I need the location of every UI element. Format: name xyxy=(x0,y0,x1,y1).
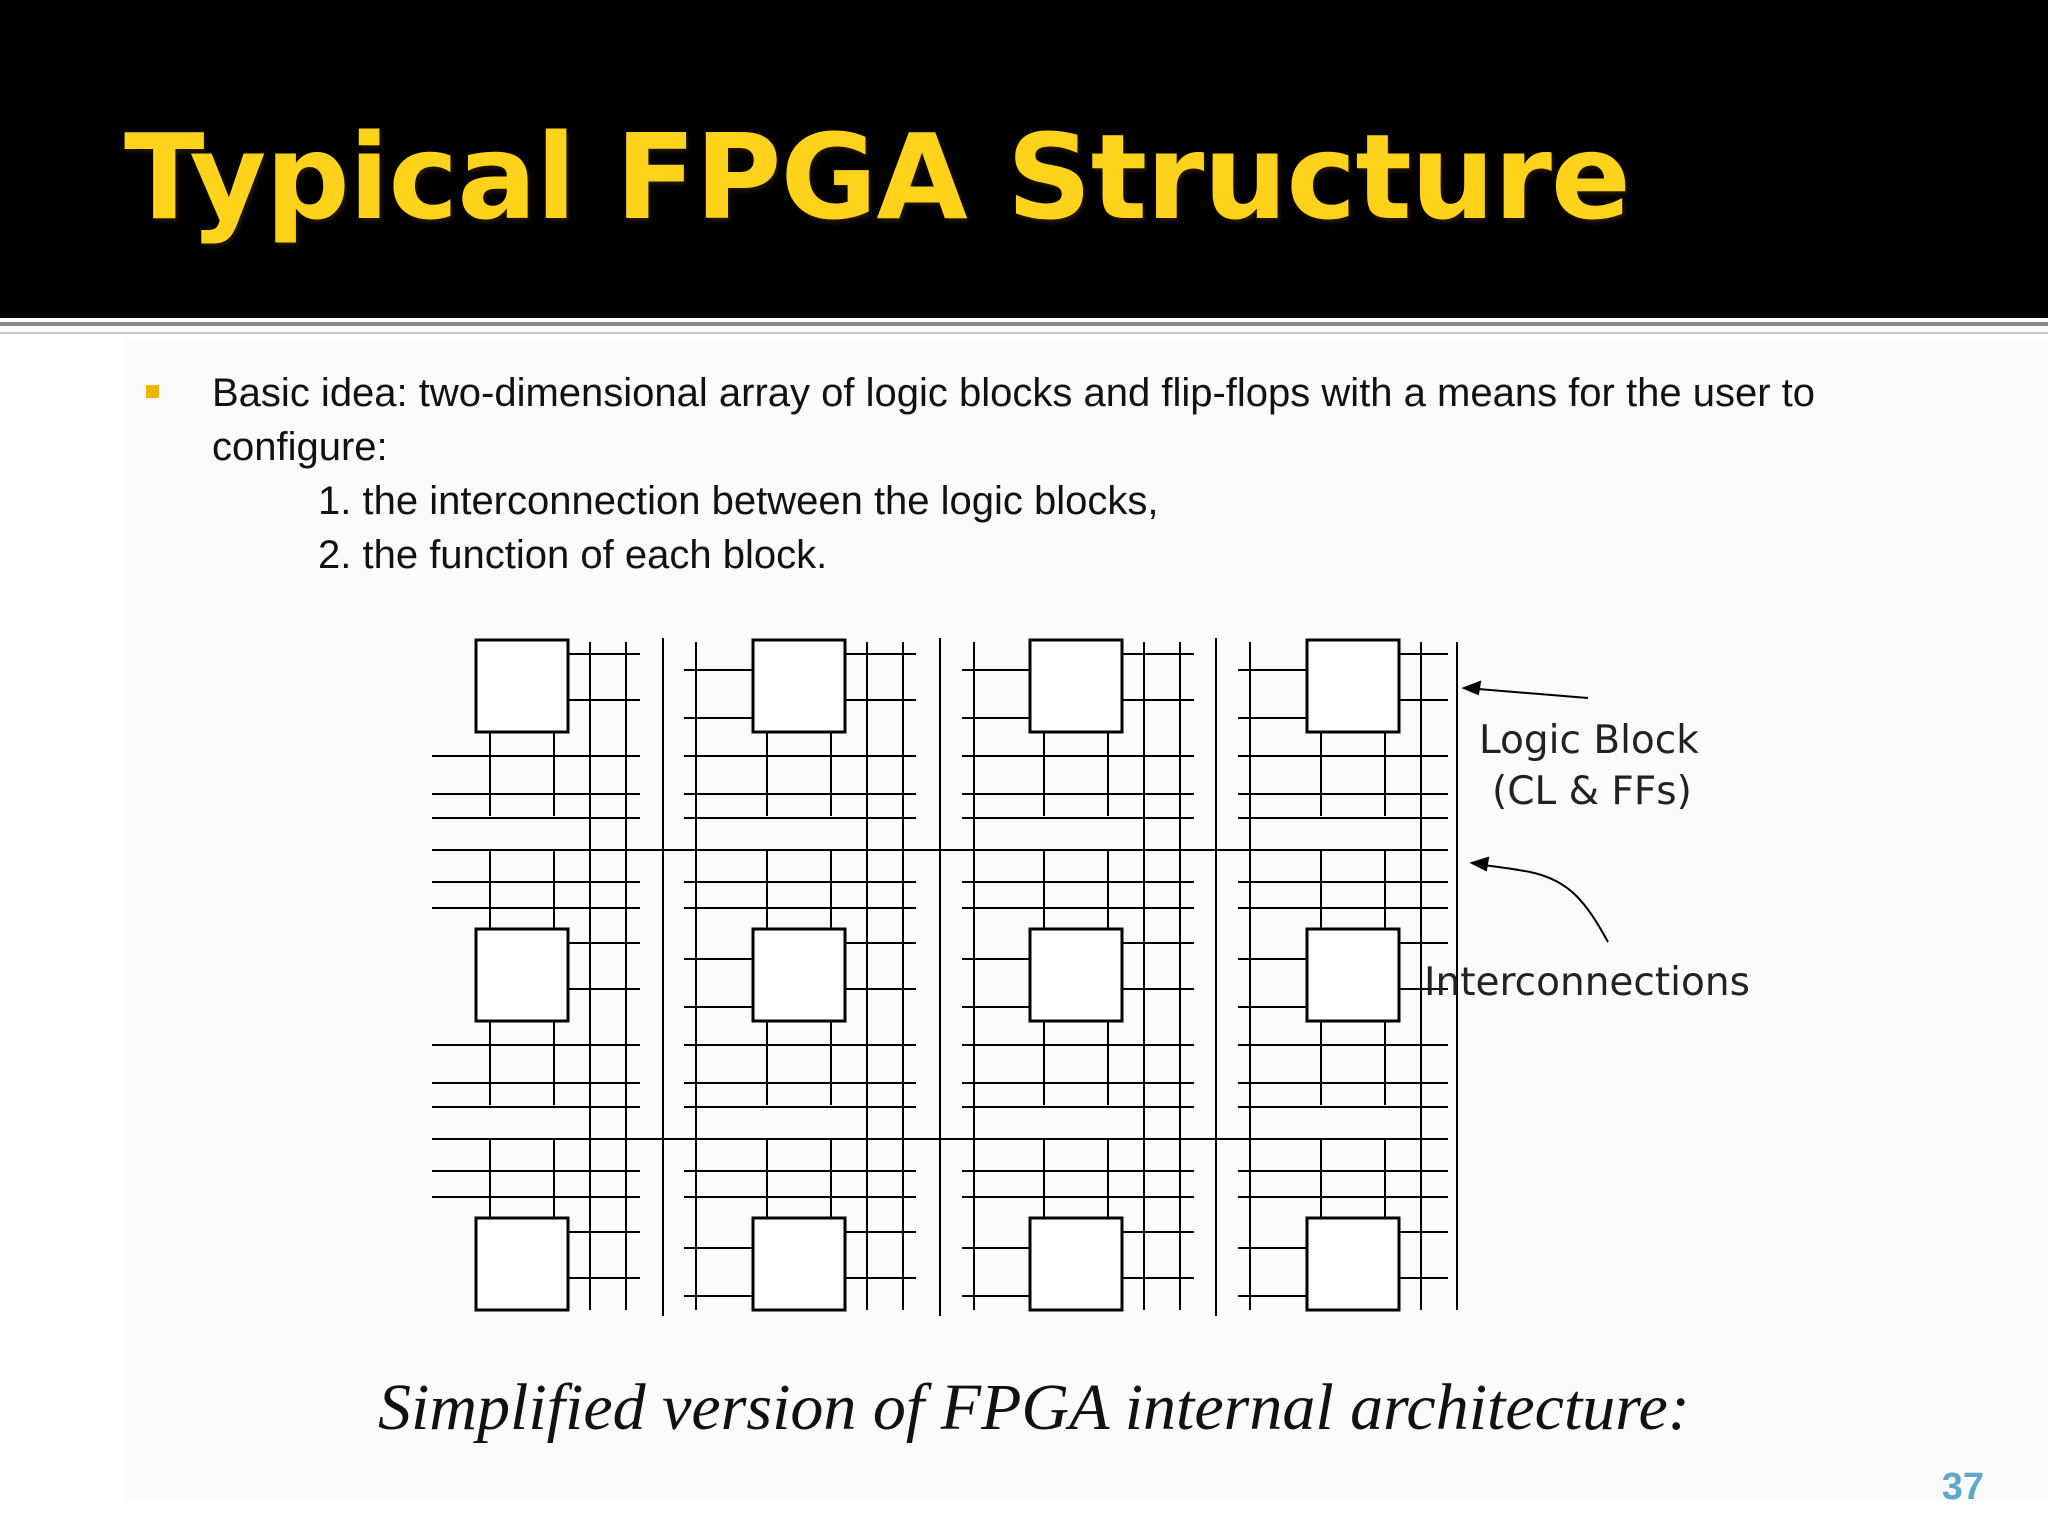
logic-block xyxy=(474,1216,570,1312)
logic-block xyxy=(1028,638,1124,734)
title-divider-thin xyxy=(0,332,2048,334)
list-item-interconnection: 1. the interconnection between the logic… xyxy=(318,479,1159,523)
logic-block xyxy=(1028,927,1124,1023)
page-number: 37 xyxy=(1941,1466,1984,1508)
interconnections-arrowhead xyxy=(1469,856,1490,872)
logic-block xyxy=(1305,1216,1401,1312)
logic-block-label: Logic Block xyxy=(1479,718,1699,763)
logic-block xyxy=(751,1216,847,1312)
logic-block-arrowhead xyxy=(1461,680,1482,696)
logic-block xyxy=(751,638,847,734)
logic-block xyxy=(1305,927,1401,1023)
title-band xyxy=(0,0,2048,318)
interconnections-label: Interconnections xyxy=(1424,960,1750,1005)
bullet-text: Basic idea: two-dimensional array of log… xyxy=(212,371,1815,469)
logic-block-arrow xyxy=(1465,687,1589,699)
interconnections-arrow xyxy=(1475,863,1609,943)
logic-block xyxy=(751,927,847,1023)
logic-block xyxy=(474,927,570,1023)
diagram-caption: Simplified version of FPGA internal arch… xyxy=(378,1371,1690,1444)
slide-title: Typical FPGA Structure xyxy=(124,108,1631,246)
square-bullet-icon xyxy=(146,385,159,398)
logic-block xyxy=(1305,638,1401,734)
list-item-function: 2. the function of each block. xyxy=(318,533,828,577)
title-divider xyxy=(0,322,2048,326)
logic-block xyxy=(1028,1216,1124,1312)
logic-block-sublabel: (CL & FFs) xyxy=(1492,769,1692,814)
logic-block xyxy=(474,638,570,734)
